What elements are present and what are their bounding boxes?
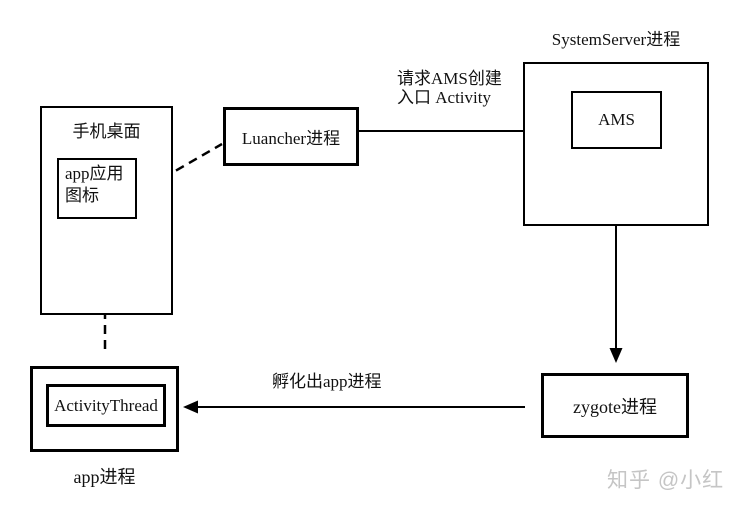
fork-app-edge-label: 孵化出app进程 [272, 372, 382, 391]
arrowhead-down-icon [609, 348, 623, 363]
app-icon-label: app应用 图标 [65, 164, 124, 205]
ams-box: AMS [571, 91, 662, 149]
watermark-text: 知乎 @小红 [607, 469, 725, 492]
launcher-process-box: Luancher进程 [223, 107, 359, 166]
request-ams-edge-label: 请求AMS创建 入口 Activity [397, 69, 502, 107]
app-icon-box: app应用 图标 [57, 158, 137, 219]
ams-label: AMS [598, 110, 635, 129]
zygote-process-label: zygote进程 [573, 396, 657, 417]
arrowhead-left-icon [183, 400, 198, 414]
app-process-caption: app进程 [73, 467, 136, 487]
zygote-process-box: zygote进程 [541, 373, 689, 438]
system-server-label: SystemServer进程 [551, 30, 681, 49]
launcher-process-label: Luancher进程 [241, 129, 341, 148]
desktop-label: 手机桌面 [72, 122, 141, 141]
activity-thread-label: ActivityThread [54, 395, 158, 415]
activity-thread-box: ActivityThread [46, 384, 166, 427]
